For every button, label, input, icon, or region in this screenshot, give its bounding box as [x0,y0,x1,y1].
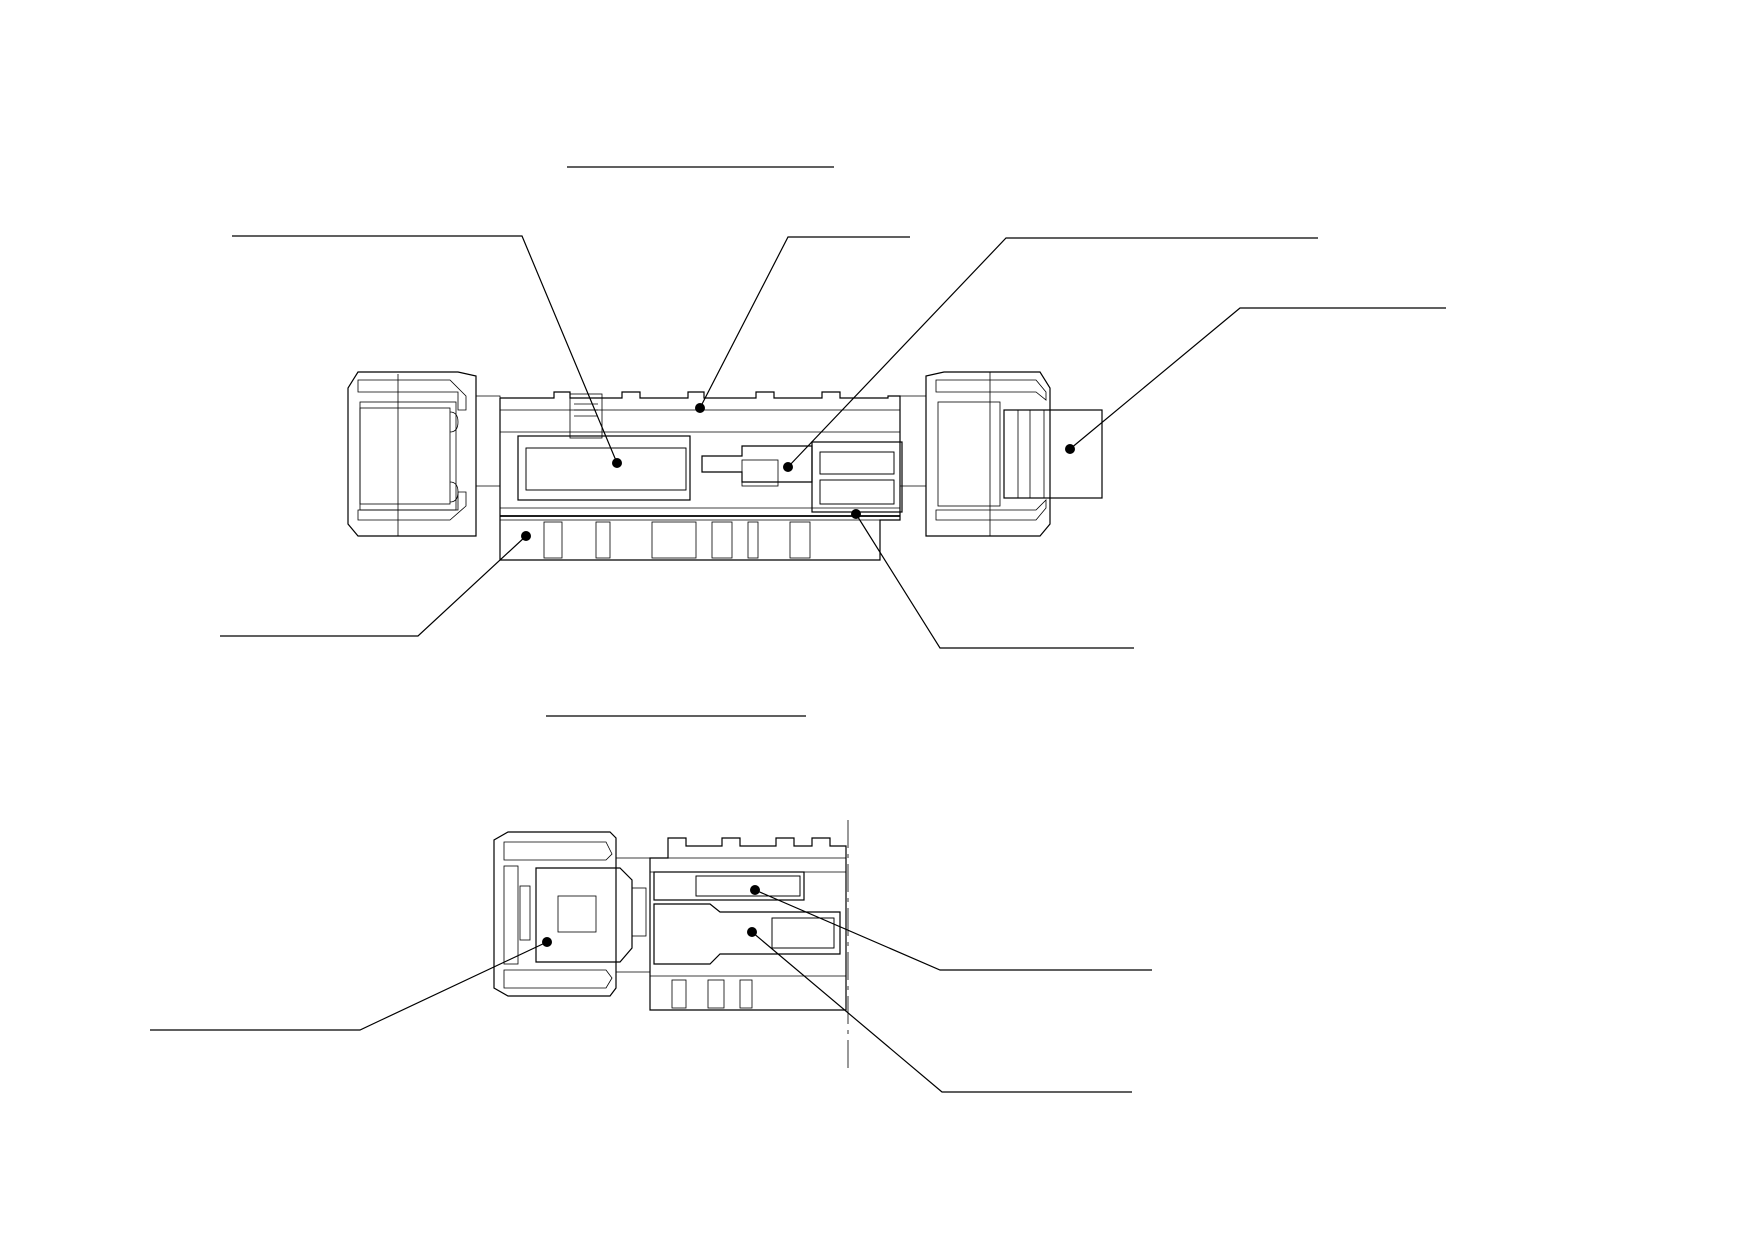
top-leader-3 [787,237,1318,468]
top-leader-2 [699,236,910,409]
top-right-spring-group [811,441,903,513]
top-left-spool [517,435,691,501]
bottom-leader-3 [751,931,1132,1093]
bottom-lower-spool [653,903,841,965]
top-center-poppet [701,445,813,487]
top-leader-4 [1069,307,1446,450]
bottom-left-end-cap [493,831,647,997]
bottom-adapter [615,857,651,973]
top-leader-1 [232,235,618,464]
top-view [220,166,1446,649]
top-left-adapter [475,395,501,487]
bottom-leader-1 [150,941,548,1031]
top-left-end-cap [347,371,477,537]
top-leader-6 [855,513,1134,649]
bottom-leader-2 [754,889,1152,971]
top-leader-5 [220,535,527,637]
top-valve-body [499,391,901,561]
bottom-view [150,715,1152,1093]
bottom-valve-body [649,837,847,1011]
top-right-end-cap [925,371,1103,537]
top-right-adapter [899,395,927,487]
bottom-upper-spring [653,871,805,901]
